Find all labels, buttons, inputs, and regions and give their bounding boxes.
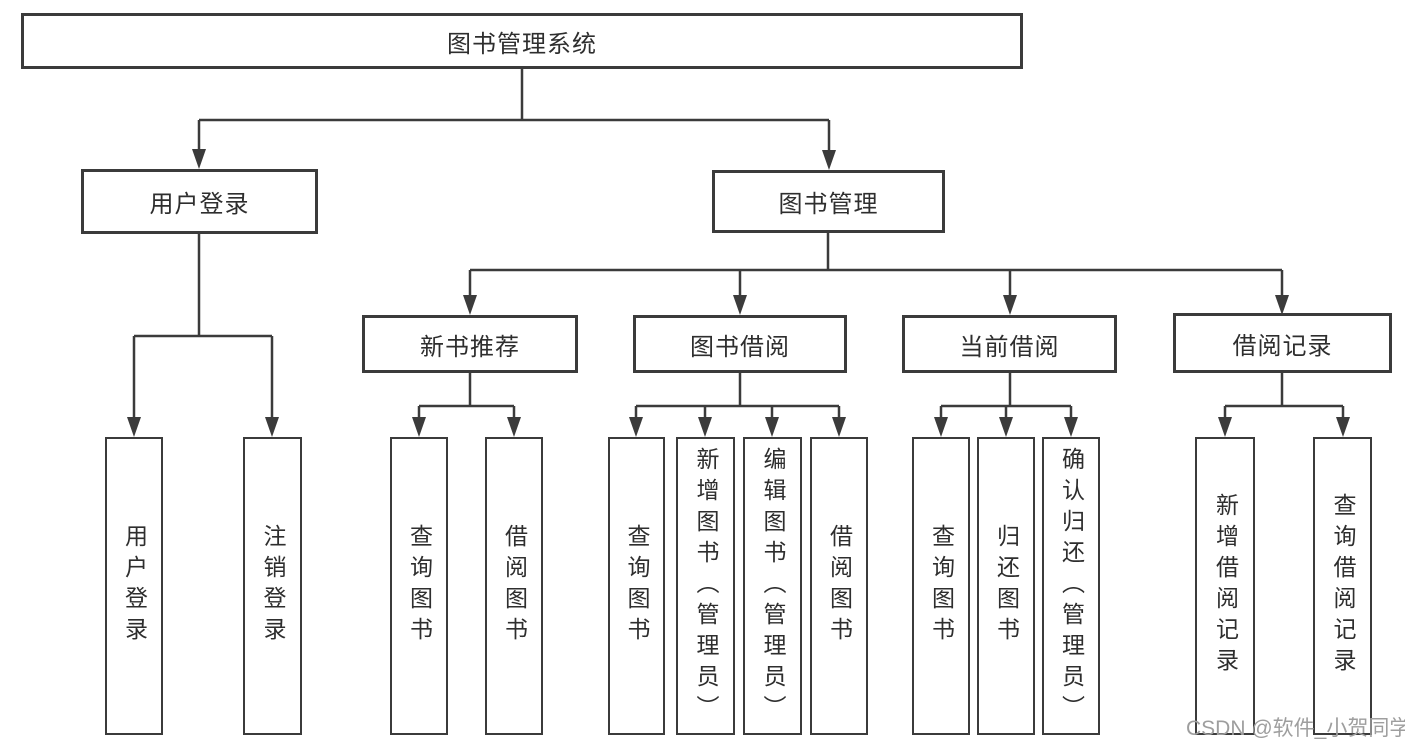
leaf-query-books-borrow: 查询图书: [608, 437, 665, 735]
leaf-logout-label: 注销登录: [260, 524, 286, 648]
node-user-login-label: 用户登录: [149, 191, 250, 218]
leaf-return-book: 归还图书: [977, 437, 1035, 735]
leaf-add-book-admin-label: 新增图书（管理员）: [693, 446, 719, 726]
leaf-add-borrow-record-label: 新增借阅记录: [1212, 493, 1239, 679]
leaf-borrow-books: 借阅图书: [810, 437, 868, 735]
leaf-user-login: 用户登录: [105, 437, 163, 735]
leaf-user-login-label: 用户登录: [121, 524, 148, 648]
leaf-query-books-recommend: 查询图书: [390, 437, 448, 735]
node-book-borrow-label: 图书借阅: [690, 333, 790, 361]
leaf-query-borrow-record: 查询借阅记录: [1313, 437, 1372, 735]
leaf-logout: 注销登录: [243, 437, 302, 735]
leaf-query-books-current-label: 查询图书: [928, 524, 955, 648]
node-user-login: 用户登录: [81, 169, 318, 234]
node-new-book-recommend: 新书推荐: [362, 315, 578, 373]
leaf-query-borrow-record-label: 查询借阅记录: [1330, 493, 1356, 679]
leaf-add-borrow-record: 新增借阅记录: [1195, 437, 1255, 735]
leaf-query-books-current: 查询图书: [912, 437, 970, 735]
node-book-management-label: 图书管理: [778, 191, 879, 218]
node-book-borrow: 图书借阅: [633, 315, 847, 373]
leaf-query-books-borrow-label: 查询图书: [624, 524, 650, 648]
leaf-borrow-books-recommend: 借阅图书: [485, 437, 543, 735]
node-new-book-recommend-label: 新书推荐: [420, 333, 520, 361]
leaf-add-book-admin: 新增图书（管理员）: [676, 437, 735, 735]
node-root-label: 图书管理系统: [447, 30, 597, 58]
leaf-borrow-books-label: 借阅图书: [826, 524, 853, 648]
node-borrow-records-label: 借阅记录: [1232, 332, 1333, 360]
leaf-confirm-return-admin-label: 确认归还（管理员）: [1058, 446, 1085, 726]
leaf-borrow-books-recommend-label: 借阅图书: [501, 524, 528, 648]
node-borrow-records: 借阅记录: [1173, 313, 1392, 373]
node-current-borrow-label: 当前借阅: [959, 333, 1060, 361]
node-book-management: 图书管理: [712, 170, 945, 233]
leaf-confirm-return-admin: 确认归还（管理员）: [1042, 437, 1100, 735]
leaf-edit-book-admin-label: 编辑图书（管理员）: [760, 446, 786, 726]
leaf-return-book-label: 归还图书: [993, 524, 1020, 648]
node-current-borrow: 当前借阅: [902, 315, 1117, 373]
leaf-edit-book-admin: 编辑图书（管理员）: [743, 437, 802, 735]
watermark: CSDN @软件_小贺同学: [1186, 717, 1405, 740]
node-root: 图书管理系统: [21, 13, 1023, 69]
leaf-query-books-recommend-label: 查询图书: [406, 524, 433, 648]
